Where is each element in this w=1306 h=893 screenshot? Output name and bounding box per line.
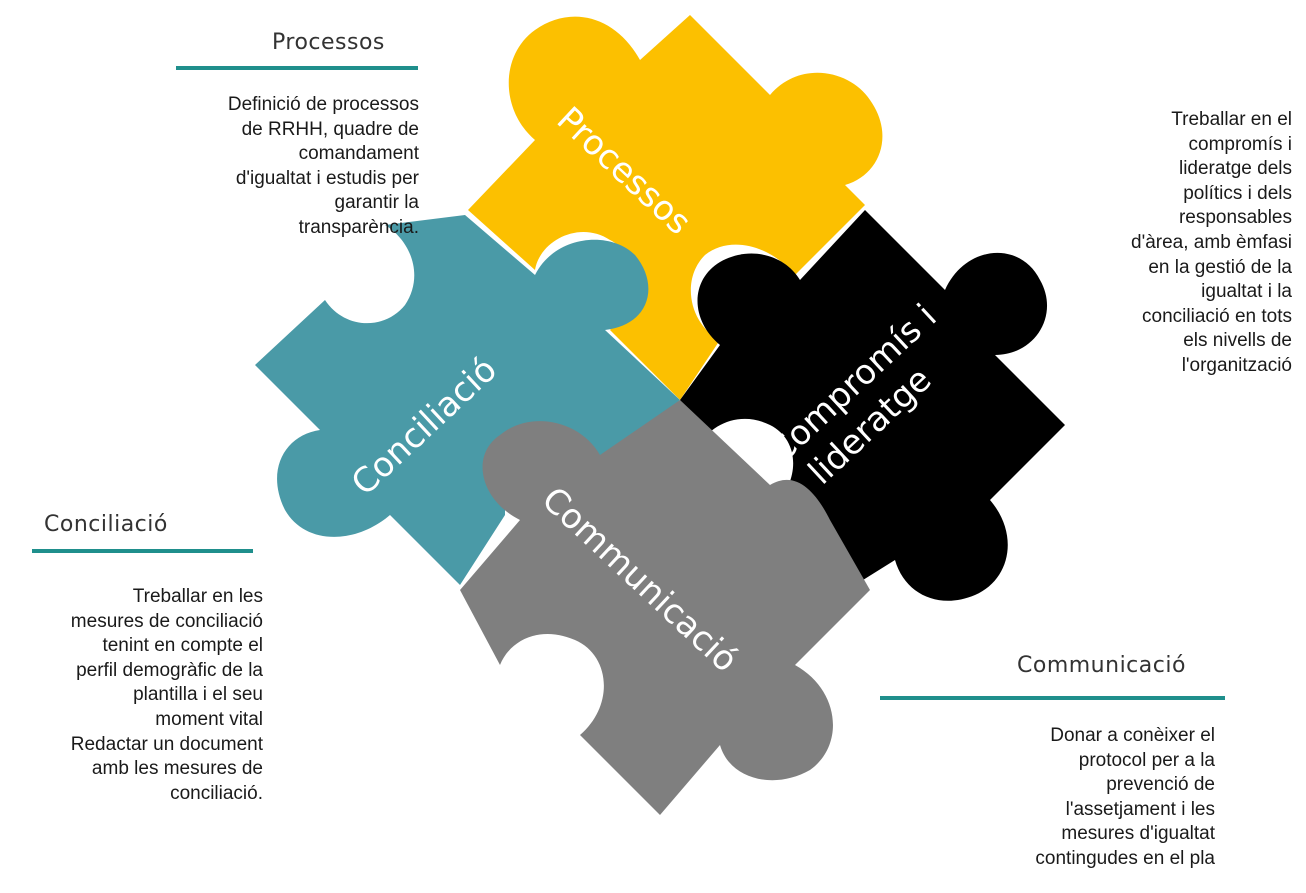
desc-line: igualtat i la	[1201, 281, 1292, 303]
desc-conciliacio: Treballar en les mesures de conciliació …	[0, 585, 263, 806]
desc-line: amb les mesures de	[91, 758, 263, 780]
puzzle-piece-processos	[468, 15, 883, 400]
heading-conciliacio: Conciliació	[44, 512, 168, 537]
desc-line: Donar a conèixer el	[1050, 725, 1215, 746]
desc-line: els nivells de	[1183, 330, 1292, 352]
desc-line: transparència.	[298, 216, 419, 238]
desc-line: compromís i	[1188, 133, 1292, 155]
desc-line: plantilla i el seu	[133, 684, 263, 706]
desc-line: moment vital	[155, 708, 263, 730]
desc-line: comandament	[298, 143, 419, 165]
desc-line: Treballar en les	[132, 586, 263, 607]
desc-line: mesures d'igualtat	[1061, 823, 1215, 845]
desc-processos: Definició de processos de RRHH, quadre d…	[119, 93, 419, 241]
desc-line: protocol per a la	[1078, 749, 1215, 771]
desc-line: conciliació.	[170, 782, 263, 804]
desc-line: conciliació en tots	[1142, 305, 1292, 327]
desc-line: Redactar un document	[70, 733, 263, 755]
rule-conciliacio	[32, 549, 253, 553]
desc-line: polítics i dels	[1183, 182, 1292, 204]
desc-line: Definició de processos	[227, 94, 419, 115]
puzzle-piece-conciliacio	[255, 215, 680, 585]
desc-line: l'assetjament i les	[1065, 798, 1215, 820]
desc-communicacio: Donar a conèixer el protocol per a la pr…	[975, 724, 1215, 872]
desc-compromis: Treballar en el compromís i lideratge de…	[1032, 108, 1292, 379]
puzzle-piece-compromis	[680, 210, 1065, 601]
desc-line: Treballar en el	[1171, 109, 1292, 130]
rule-processos	[176, 66, 418, 70]
desc-line: lideratge dels	[1178, 158, 1292, 180]
puzzle-piece-communicacio	[460, 400, 870, 815]
desc-line: perfil demogràfic de la	[76, 659, 263, 681]
desc-line: d'àrea, amb èmfasi	[1131, 231, 1292, 253]
desc-line: en la gestió de la	[1148, 256, 1292, 278]
desc-line: responsables	[1178, 207, 1292, 229]
desc-line: contingudes en el pla	[1035, 847, 1215, 869]
heading-communicacio: Communicació	[1017, 653, 1186, 678]
desc-line: prevenció de	[1106, 774, 1215, 796]
desc-line: de RRHH, quadre de	[241, 118, 419, 140]
desc-line: mesures de conciliació	[70, 610, 263, 632]
rule-communicacio	[880, 696, 1225, 700]
desc-line: garantir la	[334, 192, 420, 214]
desc-line: d'igualtat i estudis per	[235, 167, 419, 189]
heading-processos: Processos	[272, 30, 385, 55]
desc-line: tenint en compte el	[102, 635, 263, 657]
desc-line: l'organització	[1181, 354, 1292, 376]
